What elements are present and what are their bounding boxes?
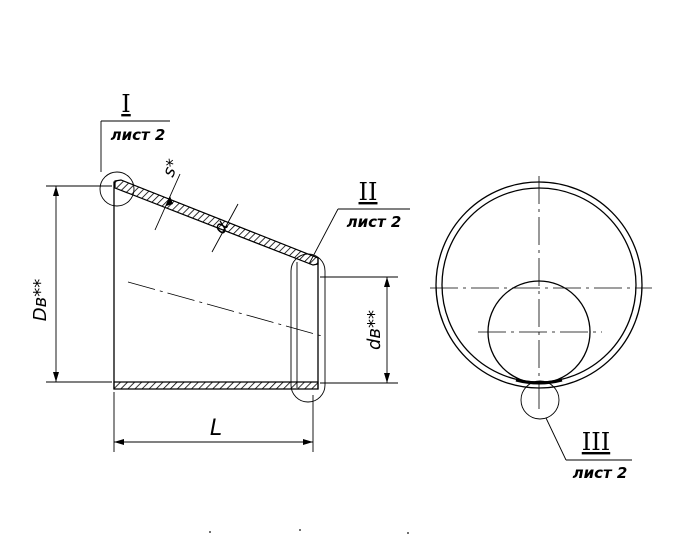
length-dimension: L	[113, 392, 314, 452]
end-view	[430, 176, 652, 420]
scan-marks	[209, 529, 409, 534]
callout-iii-numeral: III	[582, 428, 610, 456]
small-diameter-dimension: dв**	[320, 276, 398, 384]
callout-i-sheet: лист 2	[111, 126, 166, 144]
small-diameter-label: dв**	[364, 310, 385, 350]
callout-ii-sheet: лист 2	[347, 213, 402, 231]
thickness-dimension: s*	[154, 156, 184, 231]
length-label: L	[210, 416, 222, 441]
thickness-label: s*	[159, 156, 184, 180]
side-view	[99, 171, 326, 403]
detail-outline-ii	[290, 253, 326, 403]
callout-i: I лист 2	[100, 90, 170, 172]
callout-ii: II лист 2	[308, 178, 410, 265]
callout-iii-sheet: лист 2	[573, 464, 628, 482]
detail-circle-iii	[520, 380, 560, 420]
side-view-axis	[127, 281, 323, 337]
callout-i-numeral: I	[121, 90, 130, 118]
large-diameter-label: Dв**	[30, 279, 51, 321]
detail-circle-i	[99, 171, 135, 207]
callout-ii-numeral: II	[359, 178, 378, 206]
large-diameter-dimension: Dв**	[30, 185, 112, 383]
callout-iii: III лист 2	[545, 417, 632, 482]
bottom-wall-section	[113, 381, 319, 390]
